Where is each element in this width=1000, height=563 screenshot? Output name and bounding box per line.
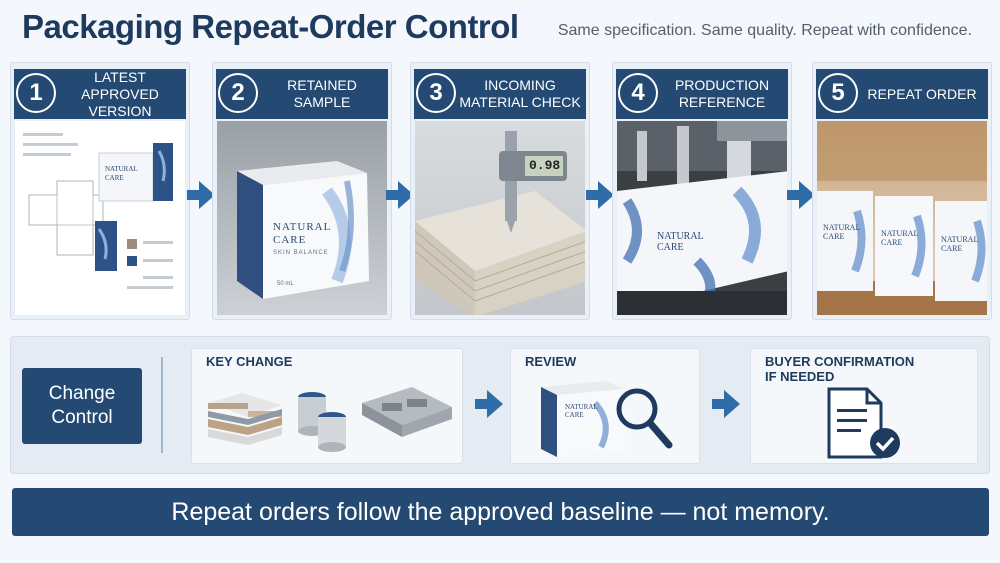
retained-sample-image: NATURAL CARE SKIN BALANCE 50 mL [217,121,387,315]
page-title: Packaging Repeat-Order Control [22,8,519,45]
review-label: REVIEW [525,354,577,369]
material-check-image: 0.98 [415,121,585,315]
sample-volume-text: 50 mL [277,281,294,287]
step-header: 5 Repeat Order [816,69,988,119]
review-brand-text: NATURAL CARE [565,403,598,419]
change-control-title: Change Control [22,368,142,444]
flow-arrow-icon [475,390,503,418]
step-number: 2 [218,73,258,113]
step-label: Latest Approved Version [81,68,159,119]
mini-brand-text: NATURAL CARE [105,165,138,182]
flow-arrow-icon [787,181,815,209]
step-label: Repeat Order [867,85,977,102]
step-label: Production Reference [674,77,770,110]
flow-arrow-icon [586,181,614,209]
step-card-1: 1 Latest Approved Version NATURAL [10,62,190,320]
step-header: 1 Latest Approved Version [14,69,186,119]
step-card-2: 2 Retained Sample NATURAL CARE SKIN BALA… [212,62,392,320]
materials-ink-tooling-icon [208,387,452,452]
key-change-label: KEY CHANGE [206,354,293,369]
step-header: 4 Production Reference [616,69,788,119]
step-label: Incoming Material Check [459,77,581,110]
key-change-box: KEY CHANGE [191,348,463,464]
production-reference-image: NATURAL CARE [617,121,787,315]
buyer-confirmation-label: BUYER CONFIRMATION IF NEEDED [765,354,915,384]
step-number: 3 [416,73,456,113]
flow-arrow-icon [712,390,740,418]
step-label: Retained Sample [287,77,357,110]
divider [161,357,163,453]
review-magnifier-icon [541,381,673,457]
step-card-3: 3 Incoming Material Check 0.98 [410,62,590,320]
sample-brand-text: NATURAL CARE SKIN BALANCE [273,221,332,256]
step-header: 2 Retained Sample [216,69,388,119]
footer-banner: Repeat orders follow the approved baseli… [12,488,989,536]
step-number: 1 [16,73,56,113]
flow-arrow-icon [187,181,215,209]
review-box: REVIEW NATURAL CARE [510,348,700,464]
step-number: 4 [618,73,658,113]
approved-artwork-image: NATURAL CARE [15,121,185,315]
caliper-reading: 0.98 [529,158,561,173]
buyer-confirmation-box: BUYER CONFIRMATION IF NEEDED [750,348,978,464]
step-header: 3 Incoming Material Check [414,69,586,119]
step-number: 5 [818,73,858,113]
document-check-icon [827,387,900,459]
step-card-4: 4 Production Reference NATURAL CARE [612,62,792,320]
page-tagline: Same specification. Same quality. Repeat… [557,22,972,39]
print-brand-text: NATURAL CARE [657,231,704,253]
